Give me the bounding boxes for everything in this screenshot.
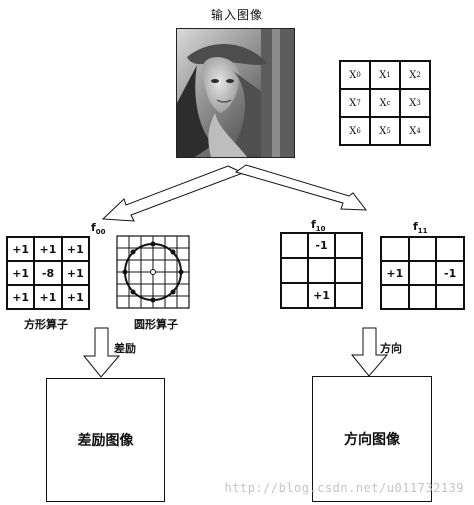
operator-cell: +1 (61, 261, 89, 285)
input-photo (176, 28, 295, 158)
kernel-cell: +1 (308, 283, 335, 308)
input-image-title: 输入图像 (210, 8, 263, 22)
kernel-cell (281, 258, 308, 283)
label-f00: f00 (91, 221, 106, 237)
arrow-down-left (82, 327, 121, 378)
kernel-cell (436, 237, 464, 261)
kernel-cell (335, 258, 362, 283)
portrait-illustration (177, 29, 294, 157)
operator-cell: +1 (34, 237, 62, 261)
kernel-cell (335, 233, 362, 258)
operator-cell: -8 (34, 261, 62, 285)
label-f11: f11 (413, 220, 428, 236)
arrow-down-right (350, 327, 389, 377)
kernel-cell: +1 (381, 261, 409, 285)
square-operator-grid: +1 +1 +1 +1 -8 +1 +1 +1 +1 (6, 236, 90, 310)
direction-output-image: 方向图像 (312, 376, 432, 502)
operator-cell: +1 (7, 237, 35, 261)
circle-operator-grid (116, 235, 190, 309)
watermark-url: http://blog.csdn.net/u011732139 (224, 481, 464, 495)
kernel-cell (281, 233, 308, 258)
kernel-cell (408, 237, 437, 261)
kernel-cell (381, 285, 409, 309)
kernel-cell (381, 237, 409, 261)
difference-output-image: 差励图像 (46, 378, 165, 502)
operator-cell: +1 (61, 285, 89, 309)
kernel-cell (308, 258, 335, 283)
circle-operator-caption: 圆形算子 (134, 318, 178, 331)
label-f10: f10 (311, 218, 326, 234)
right-arrow-label: 方向 (380, 342, 402, 355)
arrow-right-branch (234, 164, 368, 211)
f11-kernel-grid: +1 -1 (380, 236, 465, 310)
kernel-cell: -1 (436, 261, 464, 285)
f10-kernel-grid: -1 +1 (280, 232, 363, 309)
square-operator-caption: 方形算子 (24, 318, 68, 331)
kernel-cell: -1 (308, 233, 335, 258)
kernel-cell (281, 283, 308, 308)
left-arrow-label: 差励 (114, 342, 136, 355)
kernel-cell (408, 261, 437, 285)
operator-cell: +1 (61, 237, 89, 261)
operator-cell: +1 (7, 261, 35, 285)
kernel-cell (335, 283, 362, 308)
kernel-cell (408, 285, 437, 309)
kernel-cell (436, 285, 464, 309)
operator-cell: +1 (34, 285, 62, 309)
operator-cell: +1 (7, 285, 35, 309)
arrow-left-branch (101, 165, 245, 222)
